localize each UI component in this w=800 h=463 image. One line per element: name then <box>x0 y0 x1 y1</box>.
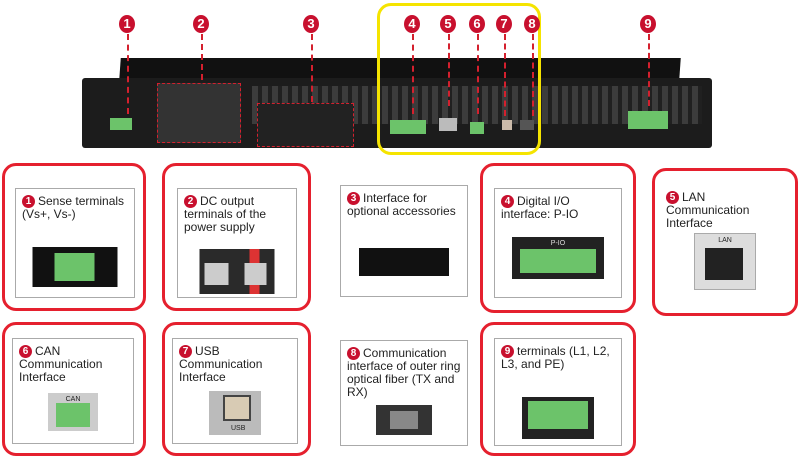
card-frame-5 <box>652 168 798 316</box>
leader-line <box>532 34 534 116</box>
callout-6: 6 <box>469 15 485 33</box>
card-frame-4 <box>480 163 636 313</box>
card-frame-6 <box>2 322 146 456</box>
card-number: 5 <box>666 191 679 204</box>
usb-image: USB <box>209 391 261 435</box>
callout-4: 4 <box>404 15 420 33</box>
card-label: LAN Communication Interface <box>666 190 750 230</box>
card-label: terminals (L1, L2, L3, and PE) <box>501 344 610 371</box>
card-number: 4 <box>501 195 514 208</box>
accessory-interface-image <box>359 248 449 276</box>
ac-terminal-image <box>522 397 594 439</box>
card-label: Sense terminals (Vs+, Vs-) <box>22 194 125 221</box>
callout-8: 8 <box>524 15 540 33</box>
dc-output-image <box>199 249 275 294</box>
can-terminal <box>470 122 484 134</box>
pio-terminal <box>390 120 426 134</box>
sense-terminal <box>110 118 132 130</box>
ac-terminals <box>628 111 668 129</box>
callout-3: 3 <box>303 15 319 33</box>
lan-port <box>439 118 457 131</box>
fiber-port <box>520 120 534 130</box>
leader-line <box>477 34 479 114</box>
leader-line <box>504 34 506 116</box>
card-frame-7 <box>162 322 311 456</box>
callout-5: 5 <box>440 15 456 33</box>
card-label: Communication interface of outer ring op… <box>347 346 461 399</box>
leader-line <box>127 34 129 114</box>
fiber-image <box>376 405 432 435</box>
callout-7: 7 <box>496 15 512 33</box>
can-image: CAN <box>48 393 98 431</box>
card-number: 9 <box>501 345 514 358</box>
card-frame-1 <box>2 163 146 311</box>
card-number: 3 <box>347 192 360 205</box>
card-label: USB Communication Interface <box>179 344 263 384</box>
usb-port <box>502 120 512 130</box>
card-label: DC output terminals of the power supply <box>184 194 267 234</box>
leader-line <box>311 34 313 102</box>
card-frame-9 <box>480 322 636 456</box>
card-frame-2 <box>162 163 311 311</box>
dc-output-terminals <box>157 83 241 143</box>
callout-9: 9 <box>640 15 656 33</box>
leader-line <box>412 34 414 114</box>
card-number: 8 <box>347 347 360 360</box>
leader-line <box>201 34 203 80</box>
accessory-interface <box>257 103 354 147</box>
lan-port-image: LAN <box>694 233 756 290</box>
highlight-frame <box>377 3 541 155</box>
leader-line <box>448 34 450 106</box>
card-number: 1 <box>22 195 35 208</box>
card-number: 7 <box>179 345 192 358</box>
sense-terminal-image <box>32 247 118 287</box>
card-label: Digital I/O interface: P-IO <box>501 194 579 221</box>
card-label: Interface for optional accessories <box>347 191 456 218</box>
leader-line <box>648 34 650 106</box>
card-label: CAN Communication Interface <box>19 344 103 384</box>
callout-2: 2 <box>193 15 209 33</box>
card-number: 2 <box>184 195 197 208</box>
callout-1: 1 <box>119 15 135 33</box>
pio-image: P-IO <box>512 237 604 279</box>
card-number: 6 <box>19 345 32 358</box>
